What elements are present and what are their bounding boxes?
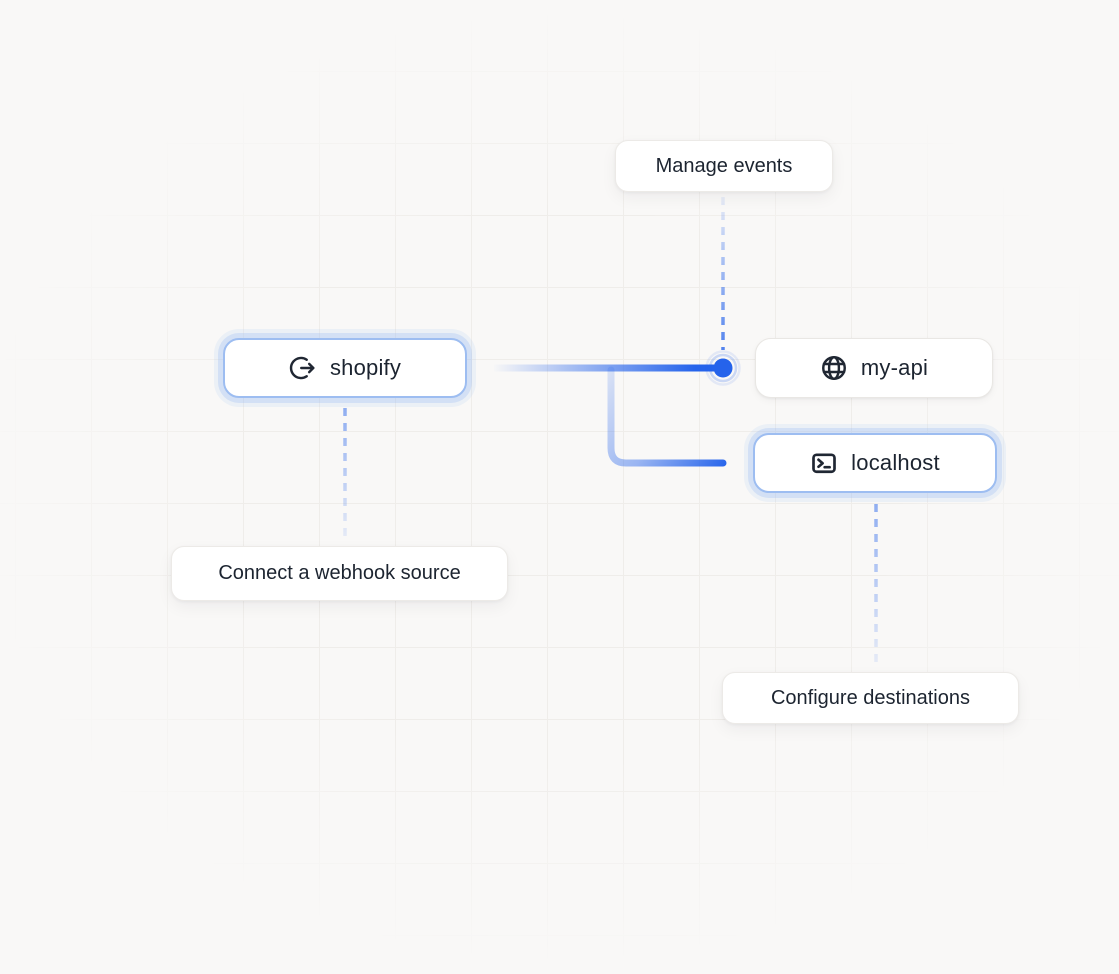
node-shopify[interactable]: shopify bbox=[223, 338, 467, 398]
terminal-icon bbox=[810, 449, 838, 477]
callout-connect-webhook-source: Connect a webhook source bbox=[171, 546, 508, 601]
connection-dot-halo-inner bbox=[708, 353, 738, 383]
callout-manage-events-label: Manage events bbox=[655, 154, 793, 177]
callout-configure-destinations: Configure destinations bbox=[722, 672, 1019, 724]
connection-dot bbox=[713, 358, 733, 378]
connection-dot-halo-outer bbox=[705, 350, 741, 386]
callout-connect-webhook-source-label: Connect a webhook source bbox=[218, 562, 461, 584]
node-shopify-label: shopify bbox=[329, 355, 402, 380]
node-localhost-label: localhost bbox=[851, 450, 940, 475]
node-my-api-label: my-api bbox=[860, 355, 929, 380]
node-localhost[interactable]: localhost bbox=[753, 433, 997, 493]
connection-shopify-localhost bbox=[607, 366, 727, 467]
callout-configure-destinations-label: Configure destinations bbox=[770, 686, 970, 709]
circle-arrow-right-icon bbox=[289, 354, 317, 382]
node-my-api[interactable]: my-api bbox=[755, 338, 993, 398]
globe-icon bbox=[820, 354, 848, 382]
callout-manage-events: Manage events bbox=[615, 140, 833, 192]
